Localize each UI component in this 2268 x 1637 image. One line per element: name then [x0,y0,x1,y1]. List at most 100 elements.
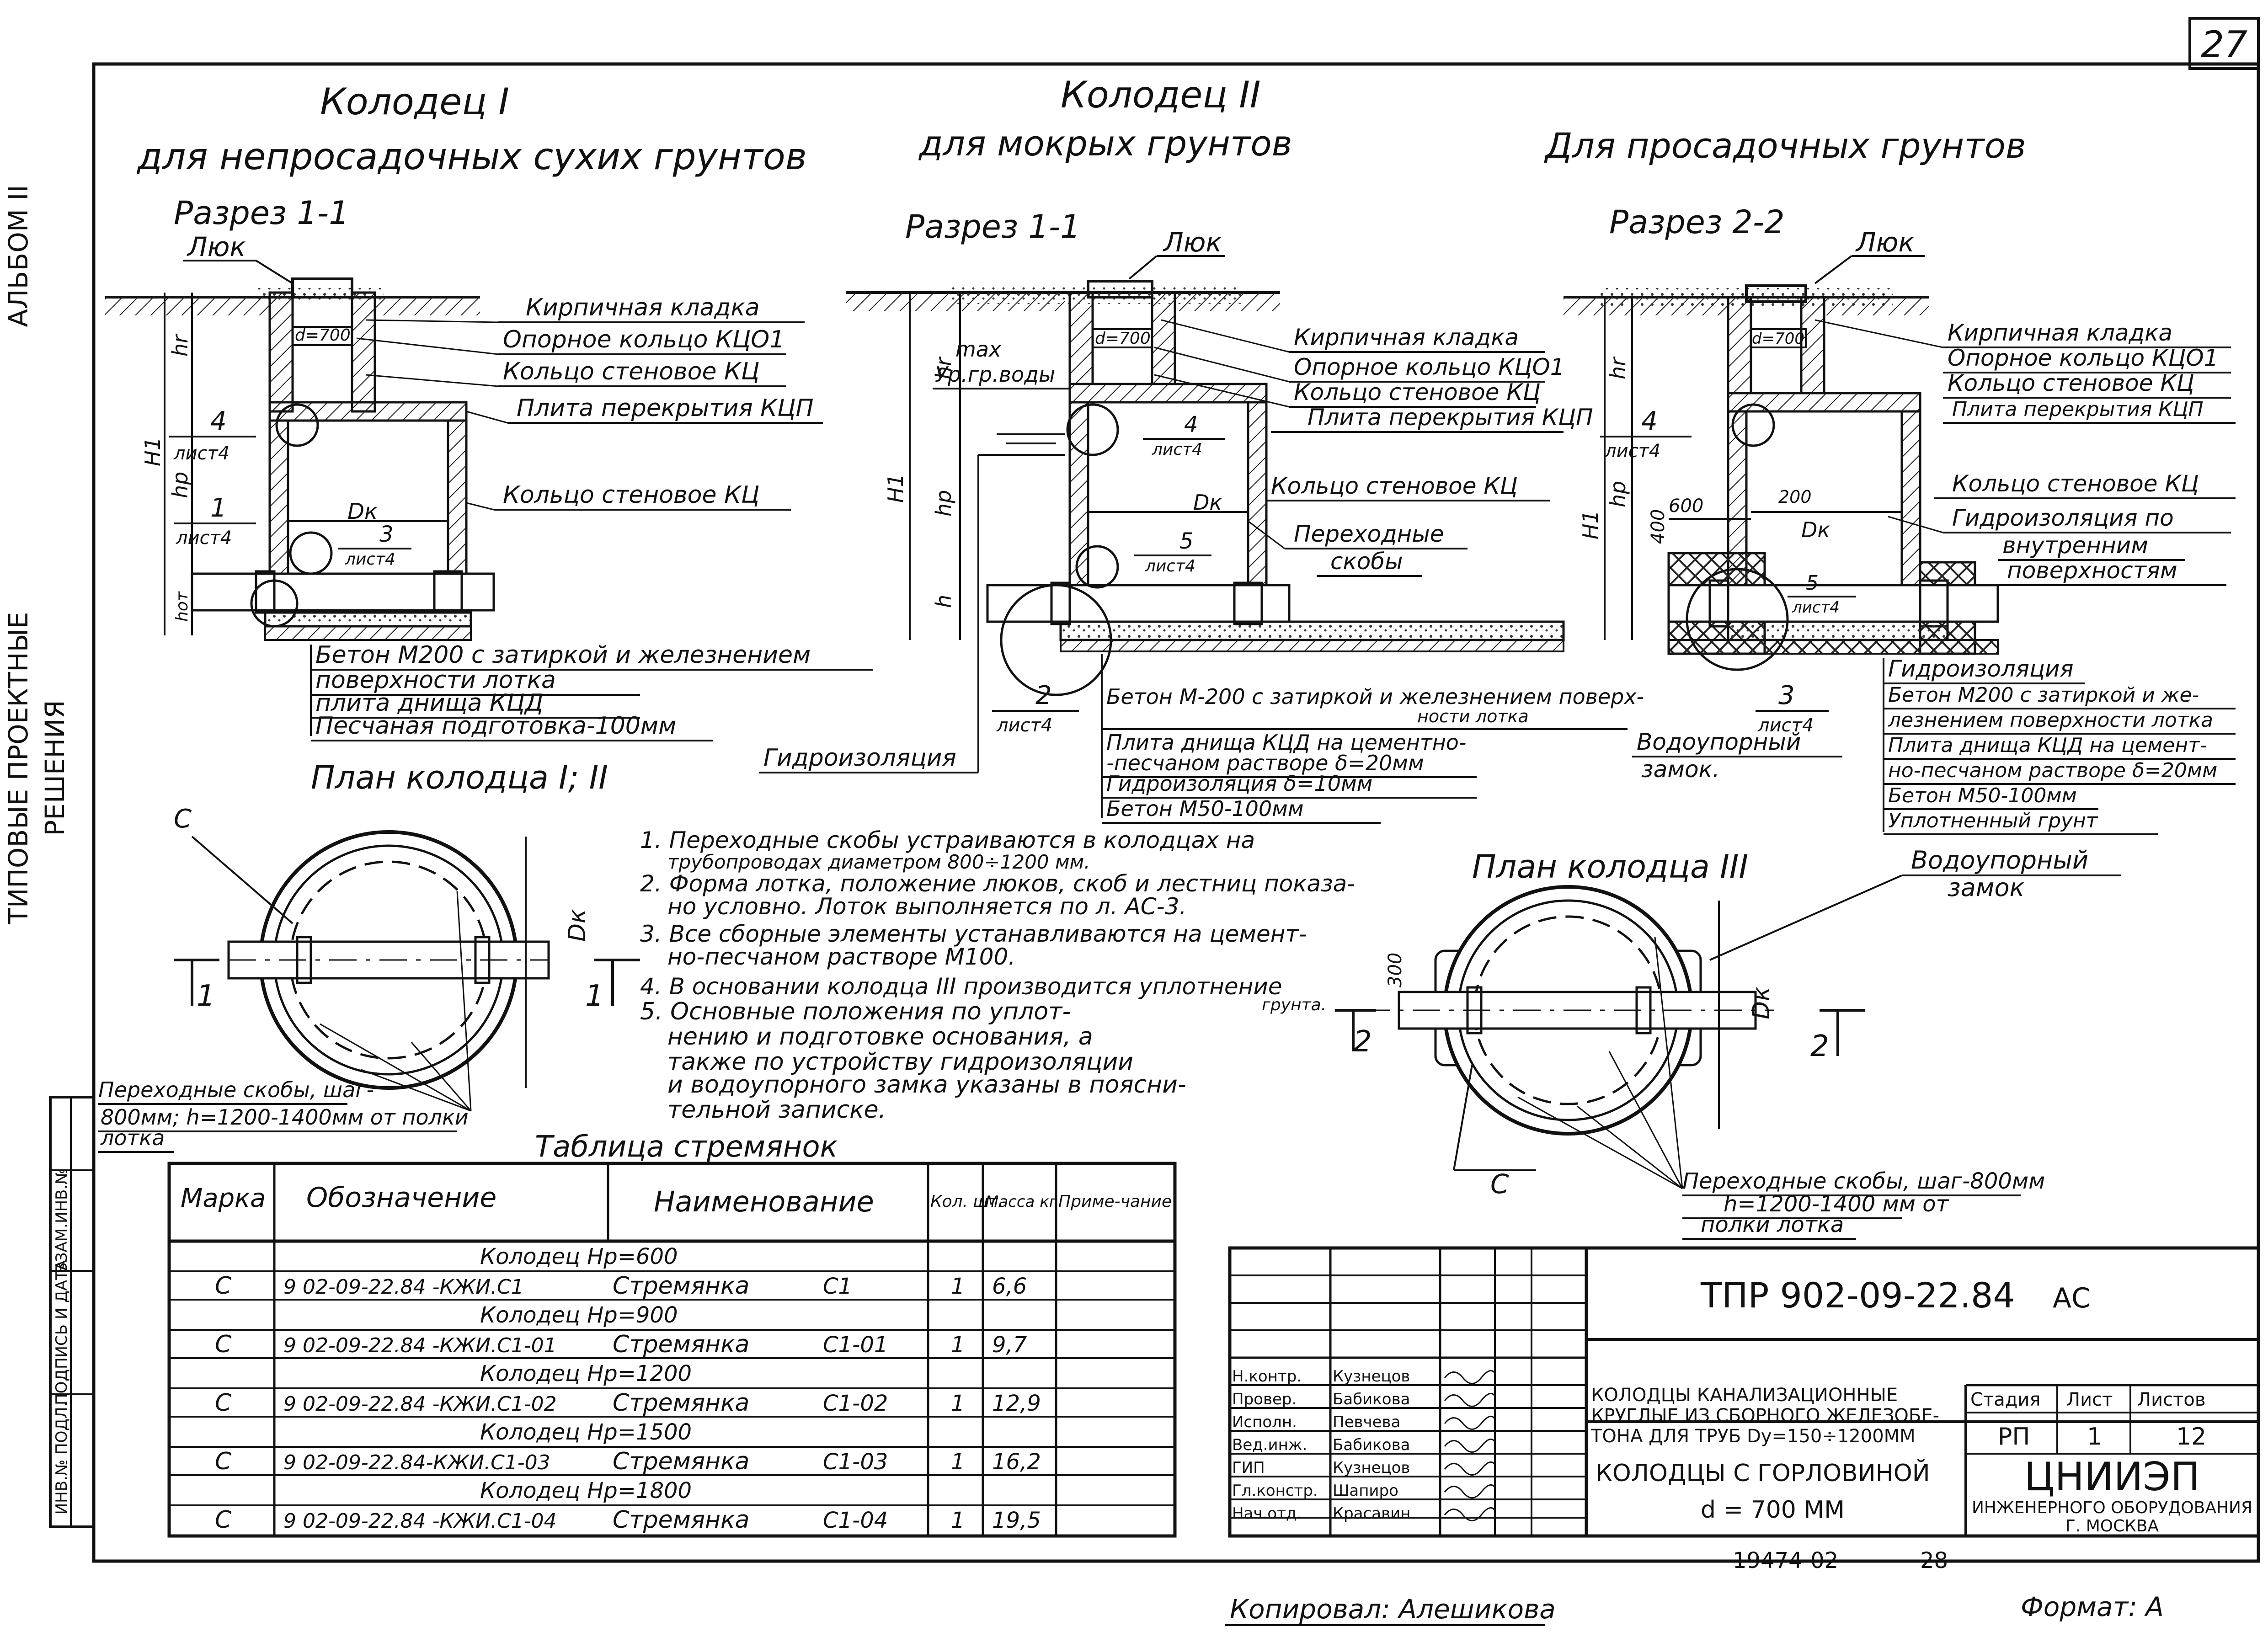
note-line-2: трубопроводах диаметром 800÷1200 мм. [667,851,1090,873]
well1-title: Колодец I [320,80,509,123]
signature-mark [1444,1484,1496,1498]
tb-sheet: 1 [2087,1423,2102,1450]
well3-base-6: Бетон М50-100мм [1888,784,2077,807]
well3-ref-3: 3 [1778,681,1795,710]
well3-base-3: лезнением поверхности лотка [1888,709,2213,732]
table-cell-qty: 1 [951,1508,965,1533]
well1-callout-ring: Опорное кольцо КЦО1 [503,326,784,353]
stamp-vzam: ВЗАМ.ИНВ.№ [53,1168,71,1273]
plan3-note-2: h=1200-1400 мм от [1724,1191,1950,1217]
well1-callout-wall: Кольцо стеновое КЦ [503,358,759,385]
table-group-label: Колодец Hp=1200 [480,1361,692,1386]
well2-dim-H1: H1 [883,474,908,503]
well2-ref-2: 2 [1035,681,1052,710]
signature-mark [1444,1461,1496,1476]
well2-section-label: Разрез 1-1 [905,208,1081,245]
well3-ref-5: 5 [1806,571,1819,595]
table-cell-mass: 16,2 [992,1449,1041,1475]
well2-title: Колодец II [1061,74,1260,116]
sheet-number: 27 [2201,23,2247,66]
well2-callout-brackets: Переходные [1294,521,1444,547]
staff-role: ГИП [1232,1459,1265,1477]
well3-callout-hydro-2: внутренним [2002,532,2148,559]
well2-callout-slab: Плита перекрытия КЦП [1307,404,1593,431]
table-cell-name-mark: С1 [823,1274,852,1299]
plan3-dim300: 300 [1385,953,1406,987]
well3-ref-4: 4 [1641,406,1658,436]
well1-base-3: плита днища КЦД [315,689,544,717]
tb-org: ЦНИИЭП [2024,1454,2200,1500]
well2-subtitle: для мокрых грунтов [918,123,1292,164]
well1-ref-3: 3 [379,522,394,547]
footer-format: Формат: А [2021,1591,2164,1622]
well2-base-4: -песчаном растворе δ=20мм [1106,751,1424,775]
tb-stage: РП [1998,1423,2030,1450]
plan12-mark-left: 1 [197,979,215,1013]
well2-base-5: Гидроизоляция δ=10мм [1106,771,1372,796]
table-title: Таблица стремянок [535,1130,838,1164]
plan3-lock-1: Водоупорный [1911,846,2088,874]
well3-left-note-1: Водоупорный [1637,729,1801,755]
well3-base-1: Гидроизоляция [1888,656,2074,682]
note-line-4: но условно. Лоток выполняется по л. АС-3… [667,893,1186,920]
well2-callout-wall2: Кольцо стеновое КЦ [1271,473,1518,499]
well3-base-4: Плита днища КЦД на цемент- [1888,734,2207,757]
well3-ref-5-sheet: лист4 [1792,598,1840,617]
tb-sheet-title-1: КОЛОДЦЫ С ГОРЛОВИНОЙ [1596,1459,1930,1487]
table-group-label: Колодец Hp=1500 [480,1419,692,1445]
well1-callout-slab: Плита перекрытия КЦП [517,395,814,422]
well1-dk: Dк [347,499,378,524]
well3-dim-hr: hr [1606,356,1630,379]
notes-block: 1. Переходные скобы устраиваются в колод… [640,827,1355,1124]
table-group-label: Колодец Hp=1800 [480,1478,692,1504]
plan12-c: С [174,804,192,834]
table-cell-name: Стремянка [613,1506,749,1534]
well2-base-1: Бетон М-200 с затиркой и железнением пов… [1106,684,1644,709]
well3-callout-slab: Плита перекрытия КЦП [1952,398,2204,421]
table-cell-designation: 9 02-09-22.84-КЖИ.С1-03 [283,1451,550,1474]
plan3-mark-right: 2 [1810,1029,1829,1063]
table-cell-name: Стремянка [613,1389,749,1417]
stirrup-table: Таблица стремянок Марка Обозначение Наим… [167,1130,1177,1538]
well2-dim-hr: hr [931,356,956,379]
staff-role: Вед.инж. [1232,1436,1307,1454]
well1-dim-hp: hp [168,472,192,498]
staff-name: Шапиро [1333,1482,1398,1500]
table-header-name: Наименование [654,1185,874,1218]
table-cell-name: Стремянка [613,1331,749,1358]
well3-dim-200: 200 [1778,487,1812,507]
staff-role: Нач.отд. [1232,1504,1302,1523]
well2-callout-ring: Опорное кольцо КЦО1 [1294,354,1565,380]
table-cell-mark: С [215,1506,232,1534]
signature-mark [1444,1392,1496,1407]
tb-stage-h: Стадия [1970,1389,2040,1410]
note-line-11: и водоупорного замка указаны в поясни- [667,1071,1186,1098]
well3-callout-wall2: Кольцо стеновое КЦ [1952,470,2199,497]
well1-ref-4-sheet: лист4 [173,443,229,464]
table-header-designation: Обозначение [306,1182,496,1214]
footer-number: 19474-02 [1733,1548,1838,1573]
table-cell-mark: С [215,1389,232,1417]
tb-sheet-h: Лист [2066,1389,2113,1410]
plan3-note-3: полки лотка [1701,1212,1844,1237]
well3-callout-ring: Опорное кольцо КЦО1 [1948,345,2219,371]
signature-mark [1444,1415,1496,1430]
well1-dim-H1: H1 [140,437,165,466]
well2-dim-h: h [931,595,956,608]
well2-callout-brackets-2: скобы [1330,548,1403,575]
title-block: Н.контр.КузнецовПровер.БабиковаИсполн.Пе… [1228,1246,2260,1538]
well2-base-2: ности лотка [1417,706,1529,726]
table-cell-qty: 1 [951,1449,965,1475]
plan12-dk: Dк [564,909,591,942]
table-header-note: Приме-чание [1058,1192,1172,1211]
album-label: АЛЬБОМ II [3,185,34,327]
staff-role: Гл.констр. [1232,1482,1318,1500]
footer-page: 28 [1920,1548,1948,1573]
table-cell-mark: С [215,1331,232,1358]
well2-callout-wall: Кольцо стеновое КЦ [1294,379,1541,405]
plan3-c: С [1490,1168,1509,1200]
table-cell-mark: С [215,1272,232,1300]
note-line-1: 1. Переходные скобы устраиваются в колод… [640,827,1255,853]
table-header-mass: Масса кг [985,1193,1058,1211]
